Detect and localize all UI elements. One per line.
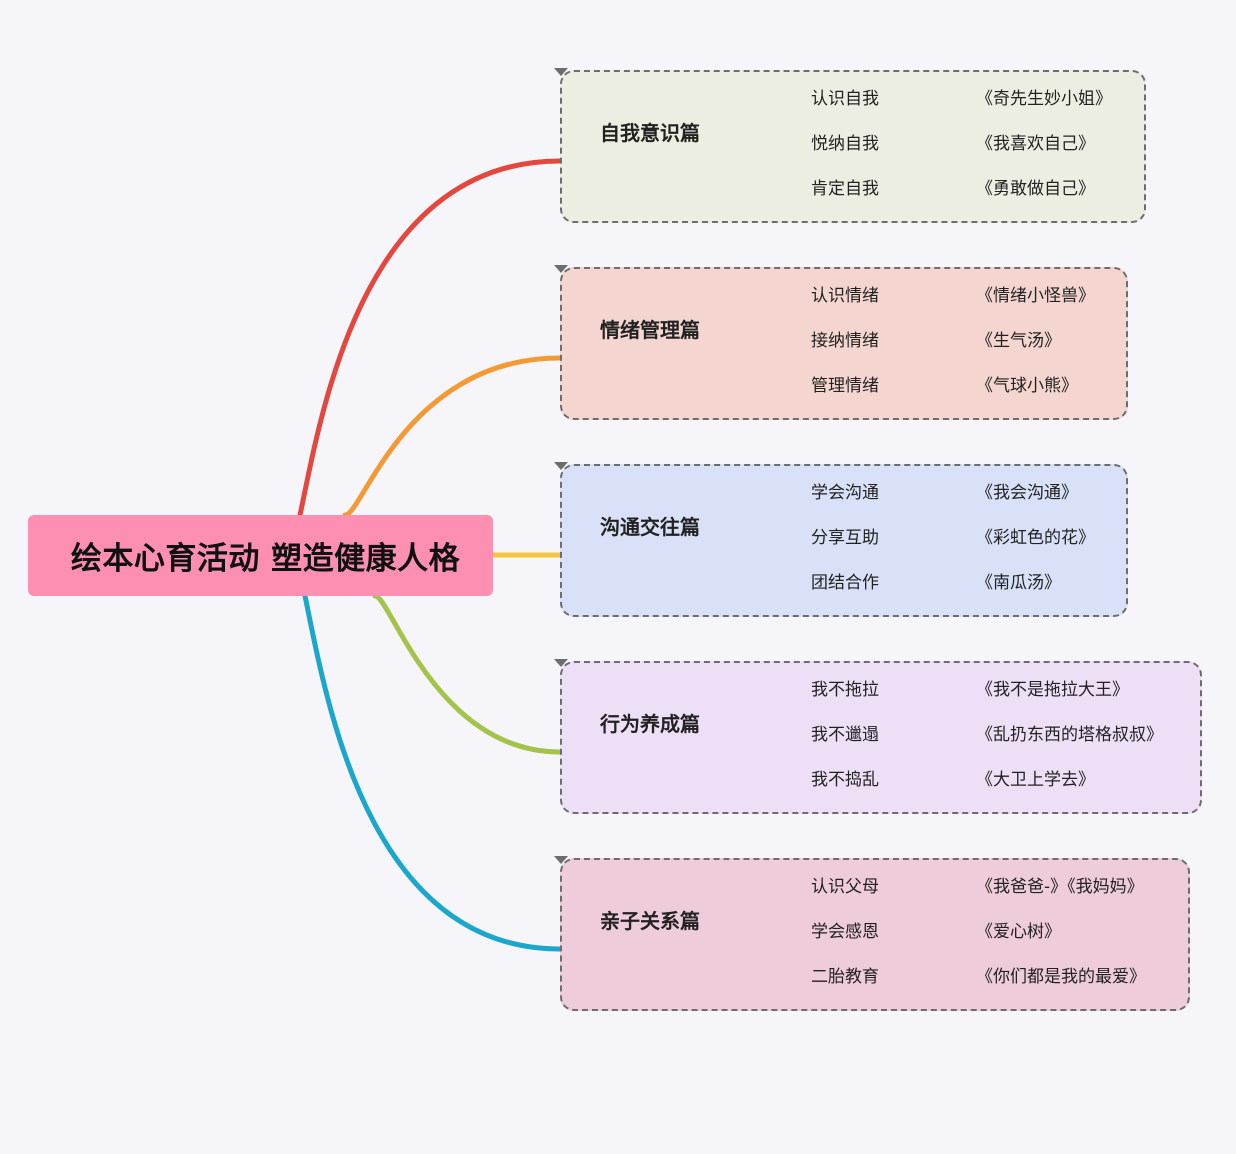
branch-topic[interactable]: 沟通交往篇 <box>600 515 700 539</box>
book-title[interactable]: 《我不是拖拉大王》 <box>976 680 1129 700</box>
book-title[interactable]: 《我爸爸-》《我妈妈》 <box>976 877 1144 897</box>
branch-topic[interactable]: 自我意识篇 <box>600 121 700 145</box>
branch-pin-icon <box>554 265 568 273</box>
main-branch-line <box>297 158 563 518</box>
subtopic-label[interactable]: 悦纳自我 <box>811 134 879 154</box>
book-title[interactable]: 《我会沟通》 <box>976 483 1078 503</box>
book-title[interactable]: 《大卫上学去》 <box>976 770 1095 790</box>
branch-box <box>560 70 1146 223</box>
subtopic-label[interactable]: 管理情绪 <box>811 376 879 396</box>
subtopic-label[interactable]: 认识自我 <box>811 89 879 109</box>
book-title[interactable]: 《南瓜汤》 <box>976 573 1061 593</box>
main-branch-line <box>342 355 563 518</box>
book-title[interactable]: 《勇敢做自己》 <box>976 179 1095 199</box>
branch-topic[interactable]: 亲子关系篇 <box>600 909 700 933</box>
subtopic-label[interactable]: 认识父母 <box>811 877 879 897</box>
branch-box <box>560 661 1202 814</box>
book-title[interactable]: 《爱心树》 <box>976 922 1061 942</box>
subtopic-label[interactable]: 分享互助 <box>811 528 879 548</box>
branch-pin-icon <box>554 462 568 470</box>
branch-box <box>560 464 1128 617</box>
subtopic-label[interactable]: 学会感恩 <box>811 922 879 942</box>
subtopic-label[interactable]: 二胎教育 <box>811 967 879 987</box>
book-title[interactable]: 《乱扔东西的塔格叔叔》 <box>976 725 1163 745</box>
subtopic-label[interactable]: 接纳情绪 <box>811 331 879 351</box>
root-topic[interactable]: 绘本心育活动 塑造健康人格 <box>28 515 493 596</box>
subtopic-label[interactable]: 团结合作 <box>811 573 879 593</box>
branch-pin-icon <box>554 856 568 864</box>
book-title[interactable]: 《生气汤》 <box>976 331 1061 351</box>
subtopic-label[interactable]: 我不邋遢 <box>811 725 879 745</box>
subtopic-label[interactable]: 肯定自我 <box>811 179 879 199</box>
branch-box <box>560 267 1128 420</box>
branch-topic[interactable]: 情绪管理篇 <box>600 318 700 342</box>
root-title: 绘本心育活动 塑造健康人格 <box>70 541 461 577</box>
book-title[interactable]: 《你们都是我的最爱》 <box>976 967 1146 987</box>
subtopic-label[interactable]: 我不拖拉 <box>811 680 879 700</box>
branch-pin-icon <box>554 659 568 667</box>
subtopic-label[interactable]: 学会沟通 <box>811 483 879 503</box>
branch-box <box>560 858 1190 1011</box>
main-branch-line <box>372 593 563 755</box>
subtopic-label[interactable]: 我不捣乱 <box>811 770 879 790</box>
book-title[interactable]: 《气球小熊》 <box>976 376 1078 396</box>
book-title[interactable]: 《彩虹色的花》 <box>976 528 1095 548</box>
book-title[interactable]: 《奇先生妙小姐》 <box>976 89 1112 109</box>
main-branch-line <box>302 593 563 952</box>
subtopic-label[interactable]: 认识情绪 <box>811 286 879 306</box>
book-title[interactable]: 《情绪小怪兽》 <box>976 286 1095 306</box>
branch-topic[interactable]: 行为养成篇 <box>600 712 700 736</box>
book-title[interactable]: 《我喜欢自己》 <box>976 134 1095 154</box>
branch-pin-icon <box>554 68 568 76</box>
